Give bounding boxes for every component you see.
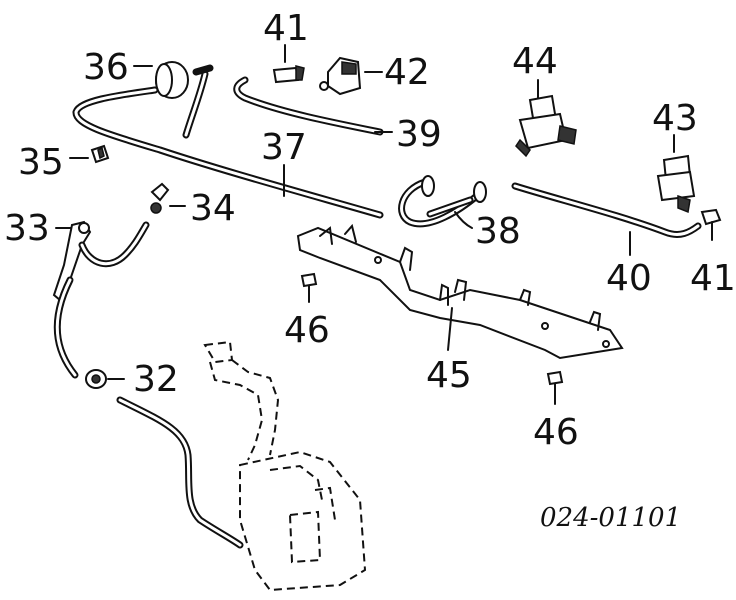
lower-hose xyxy=(116,396,244,549)
part-45-bracket xyxy=(296,223,624,360)
label-34: 34 xyxy=(190,188,236,229)
label-33: 33 xyxy=(4,208,50,249)
label-32: 32 xyxy=(133,359,179,400)
part-32-grommet xyxy=(85,369,125,389)
part-41-connector-top xyxy=(272,44,305,84)
label-40: 40 xyxy=(606,258,652,299)
label-45: 45 xyxy=(426,355,472,396)
diagram-code: 024-01101 xyxy=(540,503,681,533)
part-39-hose xyxy=(233,76,393,136)
part-44-solenoid xyxy=(515,79,577,158)
callout-labels: 41 36 42 44 43 39 37 35 34 33 38 40 41 4… xyxy=(4,8,736,533)
label-41-top: 41 xyxy=(263,8,309,49)
label-38: 38 xyxy=(475,211,521,252)
part-37-hose xyxy=(72,86,384,219)
part-38-tube-assembly xyxy=(398,175,487,229)
label-41-right: 41 xyxy=(690,258,736,299)
part-36-valve xyxy=(133,61,214,139)
label-46-right: 46 xyxy=(533,412,579,453)
label-42: 42 xyxy=(384,52,430,93)
label-36: 36 xyxy=(83,47,129,88)
part-42-solenoid xyxy=(319,56,383,96)
part-35-clip xyxy=(69,144,110,164)
label-43: 43 xyxy=(652,98,698,139)
label-46-left: 46 xyxy=(284,310,330,351)
part-40-hose xyxy=(511,182,702,256)
label-39: 39 xyxy=(396,114,442,155)
part-33-pump xyxy=(52,220,150,379)
part-46-nut-left xyxy=(300,272,318,303)
part-43-solenoid xyxy=(656,134,696,214)
washer-reservoir xyxy=(203,340,367,592)
part-46-nut-right xyxy=(546,370,564,405)
label-44: 44 xyxy=(512,41,558,82)
part-41-connector-right xyxy=(700,208,722,241)
part-34-check-valve xyxy=(150,182,186,214)
label-35: 35 xyxy=(18,142,64,183)
label-37: 37 xyxy=(261,127,307,168)
